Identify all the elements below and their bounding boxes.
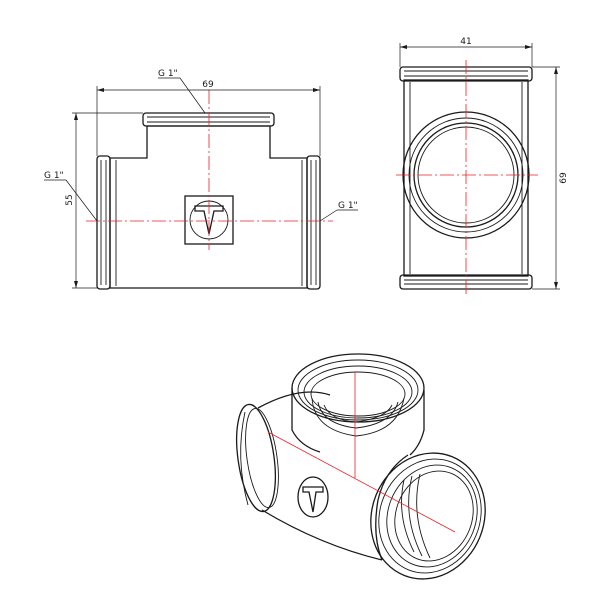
- logo-shield-icon: [194, 205, 224, 235]
- dim-55-label: 55: [65, 194, 75, 205]
- dim-arrow: [97, 88, 104, 92]
- iso-logo-oval: [297, 476, 329, 518]
- thread-left-label: G 1": [44, 171, 64, 181]
- iso-right-neck: [375, 454, 409, 561]
- iso-right-thread: [401, 479, 415, 553]
- dim-69-label: 69: [202, 80, 214, 90]
- dim-69v-label: 69: [559, 172, 569, 184]
- thread-right-label: G 1": [338, 201, 358, 211]
- iso-run-axis: [267, 431, 456, 533]
- dim-arrow: [74, 113, 78, 120]
- iso-branch-thread-2: [317, 401, 399, 429]
- front-top-flange: [142, 112, 275, 127]
- thread-top-label: G 1": [158, 69, 178, 79]
- dim-arrow: [400, 45, 407, 49]
- front-view: 69 G 1" 55 G 1" G 1": [44, 69, 358, 290]
- iso-right-bore-outer: [386, 464, 478, 568]
- iso-branch-thread: [311, 397, 405, 437]
- dim-arrow: [554, 67, 558, 74]
- iso-branch-left: [291, 388, 321, 453]
- iso-left-flange-rim: [240, 411, 249, 506]
- dim-arrow: [313, 88, 320, 92]
- dim-arrow: [74, 281, 78, 288]
- front-right-flange: [306, 155, 321, 290]
- iso-right-thread-2: [408, 475, 423, 557]
- iso-run-top-edge: [257, 391, 331, 409]
- thread-top-leader: [179, 77, 206, 114]
- iso-branch-bore-inner: [310, 371, 406, 417]
- iso-branch-thread-3: [323, 404, 393, 423]
- dim-arrow: [554, 282, 558, 289]
- iso-run-bottom-edge: [261, 509, 383, 561]
- thread-left-leader: [65, 179, 98, 222]
- iso-branch-flange-outer: [291, 353, 425, 423]
- iso-branch-bore-outer: [303, 365, 413, 419]
- iso-left-flange-outer: [236, 403, 276, 513]
- thread-right-leader: [319, 209, 338, 222]
- iso-right-flange-outer: [370, 452, 486, 580]
- side-view: 41 69: [396, 37, 569, 295]
- dim-41-label: 41: [460, 37, 471, 47]
- iso-branch-right: [409, 390, 425, 456]
- iso-logo-shield-icon: [302, 486, 324, 513]
- isometric-view: [236, 353, 486, 580]
- iso-left-flange-inner: [245, 407, 279, 509]
- iso-branch-flange-mid: [297, 359, 419, 421]
- front-left-flange: [96, 155, 111, 290]
- iso-right-thread-3: [416, 473, 431, 559]
- iso-right-flange-mid: [378, 458, 482, 574]
- dim-arrow: [525, 45, 532, 49]
- front-body-outline: [109, 125, 308, 289]
